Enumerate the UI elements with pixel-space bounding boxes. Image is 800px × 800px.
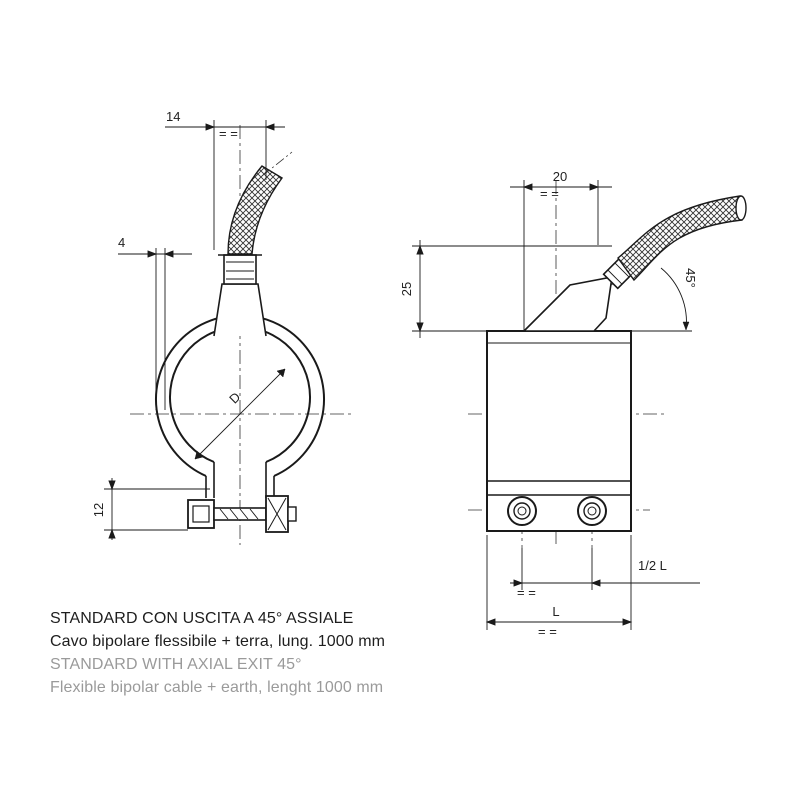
dim-D-line [194, 368, 286, 460]
dim-12-label: 12 [91, 503, 106, 517]
angled-outlet [522, 276, 613, 332]
dim-half-L-label: 1/2 L [638, 558, 667, 573]
left-cable [227, 165, 284, 255]
dim-L-lines [485, 535, 633, 630]
dim-20-lines [510, 180, 612, 330]
caption-it-desc: Cavo bipolare flessibile + terra, lung. … [50, 633, 386, 650]
clamp-bolt [187, 495, 297, 533]
dim-25-label: 25 [399, 282, 414, 296]
dim-14-label: 14 [166, 109, 180, 124]
left-view [104, 120, 352, 545]
dim-14-eq: = = [219, 126, 238, 141]
dim-D-label: D [226, 389, 243, 406]
right-cable [617, 195, 743, 282]
dim-angle-label: 45° [683, 268, 698, 288]
dim-14-lines [165, 120, 285, 250]
caption-it-title: STANDARD CON USCITA A 45° ASSIALE [50, 610, 354, 627]
dim-20-eq: = = [540, 186, 559, 201]
dimension-labels: 14 = = 4 12 D 20 = = 25 45° 1/2 L = = L … [91, 109, 698, 639]
dim-half-L-eq: = = [517, 585, 536, 600]
captions: STANDARD CON USCITA A 45° ASSIALE Cavo b… [50, 607, 510, 699]
right-view [412, 180, 747, 630]
outlet-housing [213, 283, 267, 337]
dim-12-lines [104, 478, 210, 540]
dim-L-eq: = = [538, 624, 557, 639]
dim-4-lines [118, 248, 192, 410]
dim-4-label: 4 [118, 235, 125, 250]
bolt-holes [507, 496, 607, 526]
dim-half-L-lines [510, 548, 700, 590]
dim-L-label: L [552, 604, 559, 619]
angle-arc [660, 267, 687, 331]
caption-en-title: STANDARD WITH AXIAL EXIT 45° [50, 656, 302, 673]
caption-en-desc: Flexible bipolar cable + earth, lenght 1… [50, 679, 384, 696]
heater-body [486, 330, 632, 532]
dim-25-lines [412, 240, 612, 338]
dim-20-label: 20 [553, 169, 567, 184]
